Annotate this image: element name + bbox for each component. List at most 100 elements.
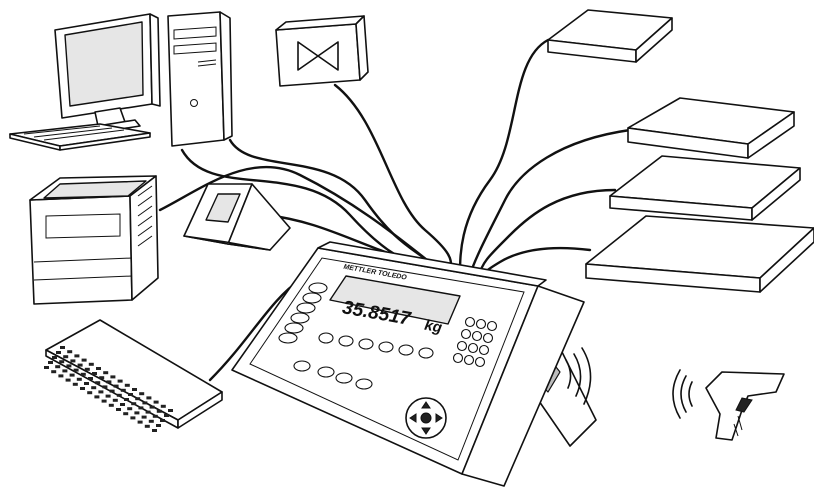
keyboard-key[interactable] bbox=[105, 394, 111, 398]
softkey-button[interactable] bbox=[308, 282, 328, 294]
keyboard-key[interactable] bbox=[77, 363, 83, 367]
keyboard-key[interactable] bbox=[44, 366, 49, 369]
numeric-key-button[interactable] bbox=[471, 330, 483, 342]
keyboard-key[interactable] bbox=[102, 385, 108, 389]
terminal-key-button[interactable] bbox=[355, 378, 373, 390]
keyboard-key[interactable] bbox=[152, 414, 158, 418]
keyboard-key[interactable] bbox=[160, 404, 166, 408]
keyboard-key[interactable] bbox=[80, 372, 86, 376]
keyboard-key[interactable] bbox=[127, 407, 133, 411]
keyboard-key[interactable] bbox=[131, 402, 137, 406]
terminal-key-button[interactable] bbox=[335, 372, 353, 384]
keyboard-key[interactable] bbox=[51, 370, 57, 374]
keyboard-key[interactable] bbox=[160, 419, 165, 422]
keyboard-key[interactable] bbox=[88, 362, 94, 366]
keyboard-key[interactable] bbox=[76, 377, 82, 381]
numeric-key-button[interactable] bbox=[460, 328, 472, 340]
terminal-key-button[interactable] bbox=[317, 366, 335, 378]
keyboard-key[interactable] bbox=[84, 367, 90, 371]
keyboard-key[interactable] bbox=[72, 382, 78, 386]
keyboard-key[interactable] bbox=[113, 384, 119, 388]
softkey-button[interactable] bbox=[296, 302, 316, 314]
keyboard-key[interactable] bbox=[123, 412, 129, 416]
numeric-key-button[interactable] bbox=[486, 320, 498, 332]
softkey-button[interactable] bbox=[278, 332, 298, 344]
keyboard-key[interactable] bbox=[58, 374, 64, 378]
keyboard-key[interactable] bbox=[145, 410, 151, 414]
function-key-button[interactable] bbox=[418, 347, 434, 359]
keyboard-key[interactable] bbox=[124, 398, 129, 401]
function-key-button[interactable] bbox=[358, 338, 374, 350]
keyboard-key[interactable] bbox=[142, 401, 148, 405]
keyboard-key[interactable] bbox=[84, 382, 89, 385]
keyboard-key[interactable] bbox=[48, 361, 53, 364]
keyboard-key[interactable] bbox=[153, 400, 159, 404]
keyboard-key[interactable] bbox=[65, 378, 71, 382]
keyboard-key[interactable] bbox=[106, 380, 112, 384]
keyboard-key[interactable] bbox=[138, 406, 144, 410]
numeric-key-button[interactable] bbox=[467, 342, 479, 354]
keyboard-key[interactable] bbox=[91, 386, 97, 390]
keyboard-key[interactable] bbox=[112, 398, 118, 402]
navigation-pad[interactable] bbox=[405, 397, 447, 439]
keyboard-key[interactable] bbox=[109, 389, 115, 393]
keyboard-key[interactable] bbox=[120, 388, 126, 392]
keyboard-key[interactable] bbox=[130, 416, 136, 420]
terminal-key-button[interactable] bbox=[293, 360, 311, 372]
keyboard-key[interactable] bbox=[63, 355, 69, 359]
keyboard-key[interactable] bbox=[108, 403, 114, 407]
numeric-key-button[interactable] bbox=[456, 340, 468, 352]
softkey-button[interactable] bbox=[284, 322, 304, 334]
numeric-key-button[interactable] bbox=[475, 318, 487, 330]
keyboard-key[interactable] bbox=[81, 358, 87, 362]
keyboard-key[interactable] bbox=[55, 365, 61, 369]
keyboard-key[interactable] bbox=[56, 351, 61, 354]
keyboard-key[interactable] bbox=[152, 429, 157, 432]
keyboard-key[interactable] bbox=[156, 424, 161, 427]
keyboard-key[interactable] bbox=[116, 408, 121, 411]
keyboard-key[interactable] bbox=[87, 391, 93, 395]
keyboard-key[interactable] bbox=[144, 424, 150, 428]
keyboard-key[interactable] bbox=[60, 346, 65, 349]
keyboard-key[interactable] bbox=[52, 356, 57, 359]
numeric-key-button[interactable] bbox=[478, 344, 490, 356]
keyboard-key[interactable] bbox=[69, 373, 75, 377]
keyboard-key[interactable] bbox=[92, 372, 97, 375]
keyboard-key[interactable] bbox=[62, 369, 68, 373]
keyboard-key[interactable] bbox=[128, 393, 133, 396]
keyboard-key[interactable] bbox=[132, 388, 137, 391]
keyboard-key[interactable] bbox=[59, 360, 65, 364]
keyboard-key[interactable] bbox=[103, 371, 109, 375]
keyboard-key[interactable] bbox=[134, 411, 140, 415]
keyboard-key[interactable] bbox=[73, 368, 79, 372]
function-key-button[interactable] bbox=[378, 341, 394, 353]
numeric-key-button[interactable] bbox=[482, 332, 494, 344]
function-key-button[interactable] bbox=[398, 344, 414, 356]
keyboard-key[interactable] bbox=[139, 392, 145, 396]
keyboard-key[interactable] bbox=[156, 409, 162, 413]
keyboard-key[interactable] bbox=[96, 367, 101, 370]
keyboard-key[interactable] bbox=[101, 399, 107, 403]
numeric-key-button[interactable] bbox=[474, 356, 486, 368]
keyboard-key[interactable] bbox=[149, 405, 155, 409]
keyboard-key[interactable] bbox=[67, 350, 73, 354]
function-key-button[interactable] bbox=[338, 335, 354, 347]
numeric-key-button[interactable] bbox=[464, 316, 476, 328]
keyboard-key[interactable] bbox=[146, 396, 152, 400]
keyboard-key[interactable] bbox=[135, 397, 141, 401]
keyboard-key[interactable] bbox=[168, 409, 173, 412]
keyboard-key[interactable] bbox=[80, 387, 85, 390]
numeric-key-button[interactable] bbox=[452, 352, 464, 364]
keyboard-key[interactable] bbox=[117, 379, 123, 383]
keyboard-key[interactable] bbox=[98, 390, 104, 394]
keyboard-key[interactable] bbox=[94, 395, 100, 399]
keyboard-key[interactable] bbox=[164, 414, 169, 417]
numeric-key-button[interactable] bbox=[463, 354, 475, 366]
softkey-button[interactable] bbox=[290, 312, 310, 324]
keyboard-key[interactable] bbox=[120, 403, 125, 406]
keyboard-key[interactable] bbox=[141, 415, 147, 419]
keyboard-key[interactable] bbox=[116, 393, 122, 397]
keyboard-key[interactable] bbox=[70, 359, 76, 363]
keyboard-key[interactable] bbox=[66, 364, 72, 368]
function-key-button[interactable] bbox=[318, 332, 334, 344]
